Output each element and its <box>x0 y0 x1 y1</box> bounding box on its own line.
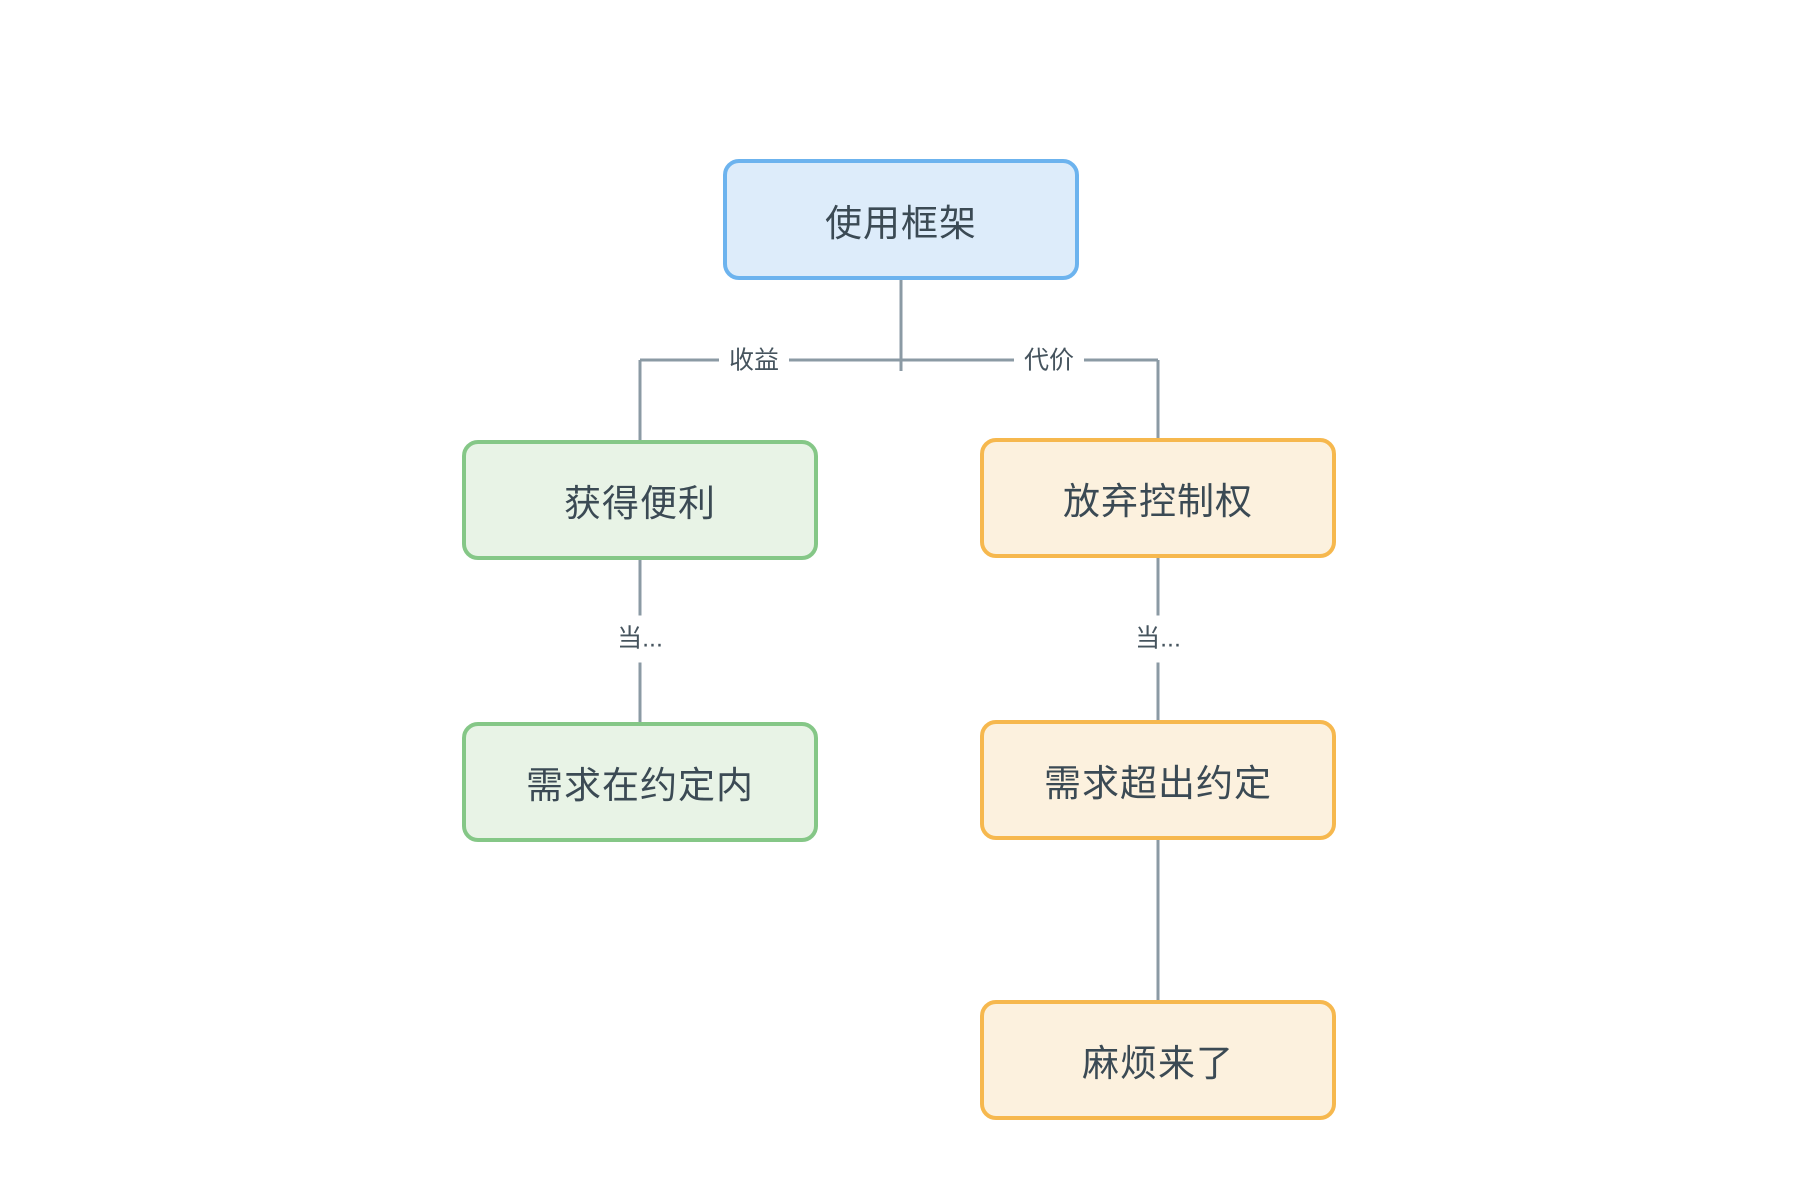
node-use-framework: 使用框架 <box>723 159 1079 280</box>
node-gain-convenience-label: 获得便利 <box>564 483 716 524</box>
node-use-framework-label: 使用框架 <box>825 202 977 244</box>
edge-label-when-benefit: 当... <box>613 615 667 663</box>
edge-label-cost: 代价 <box>1013 344 1085 378</box>
node-demand-within-agreement: 需求在约定内 <box>462 722 818 842</box>
node-trouble-comes-label: 麻烦来了 <box>1082 1043 1234 1084</box>
node-give-up-control-label: 放弃控制权 <box>1063 481 1253 522</box>
node-demand-beyond-agreement-label: 需求超出约定 <box>1044 763 1272 804</box>
node-trouble-comes: 麻烦来了 <box>980 1000 1336 1120</box>
edge-label-benefit: 收益 <box>718 344 790 378</box>
node-gain-convenience: 获得便利 <box>462 440 818 560</box>
node-give-up-control: 放弃控制权 <box>980 438 1336 558</box>
node-demand-beyond-agreement: 需求超出约定 <box>980 720 1336 840</box>
edge-label-when-cost: 当... <box>1131 615 1185 663</box>
node-demand-within-agreement-label: 需求在约定内 <box>526 765 754 806</box>
